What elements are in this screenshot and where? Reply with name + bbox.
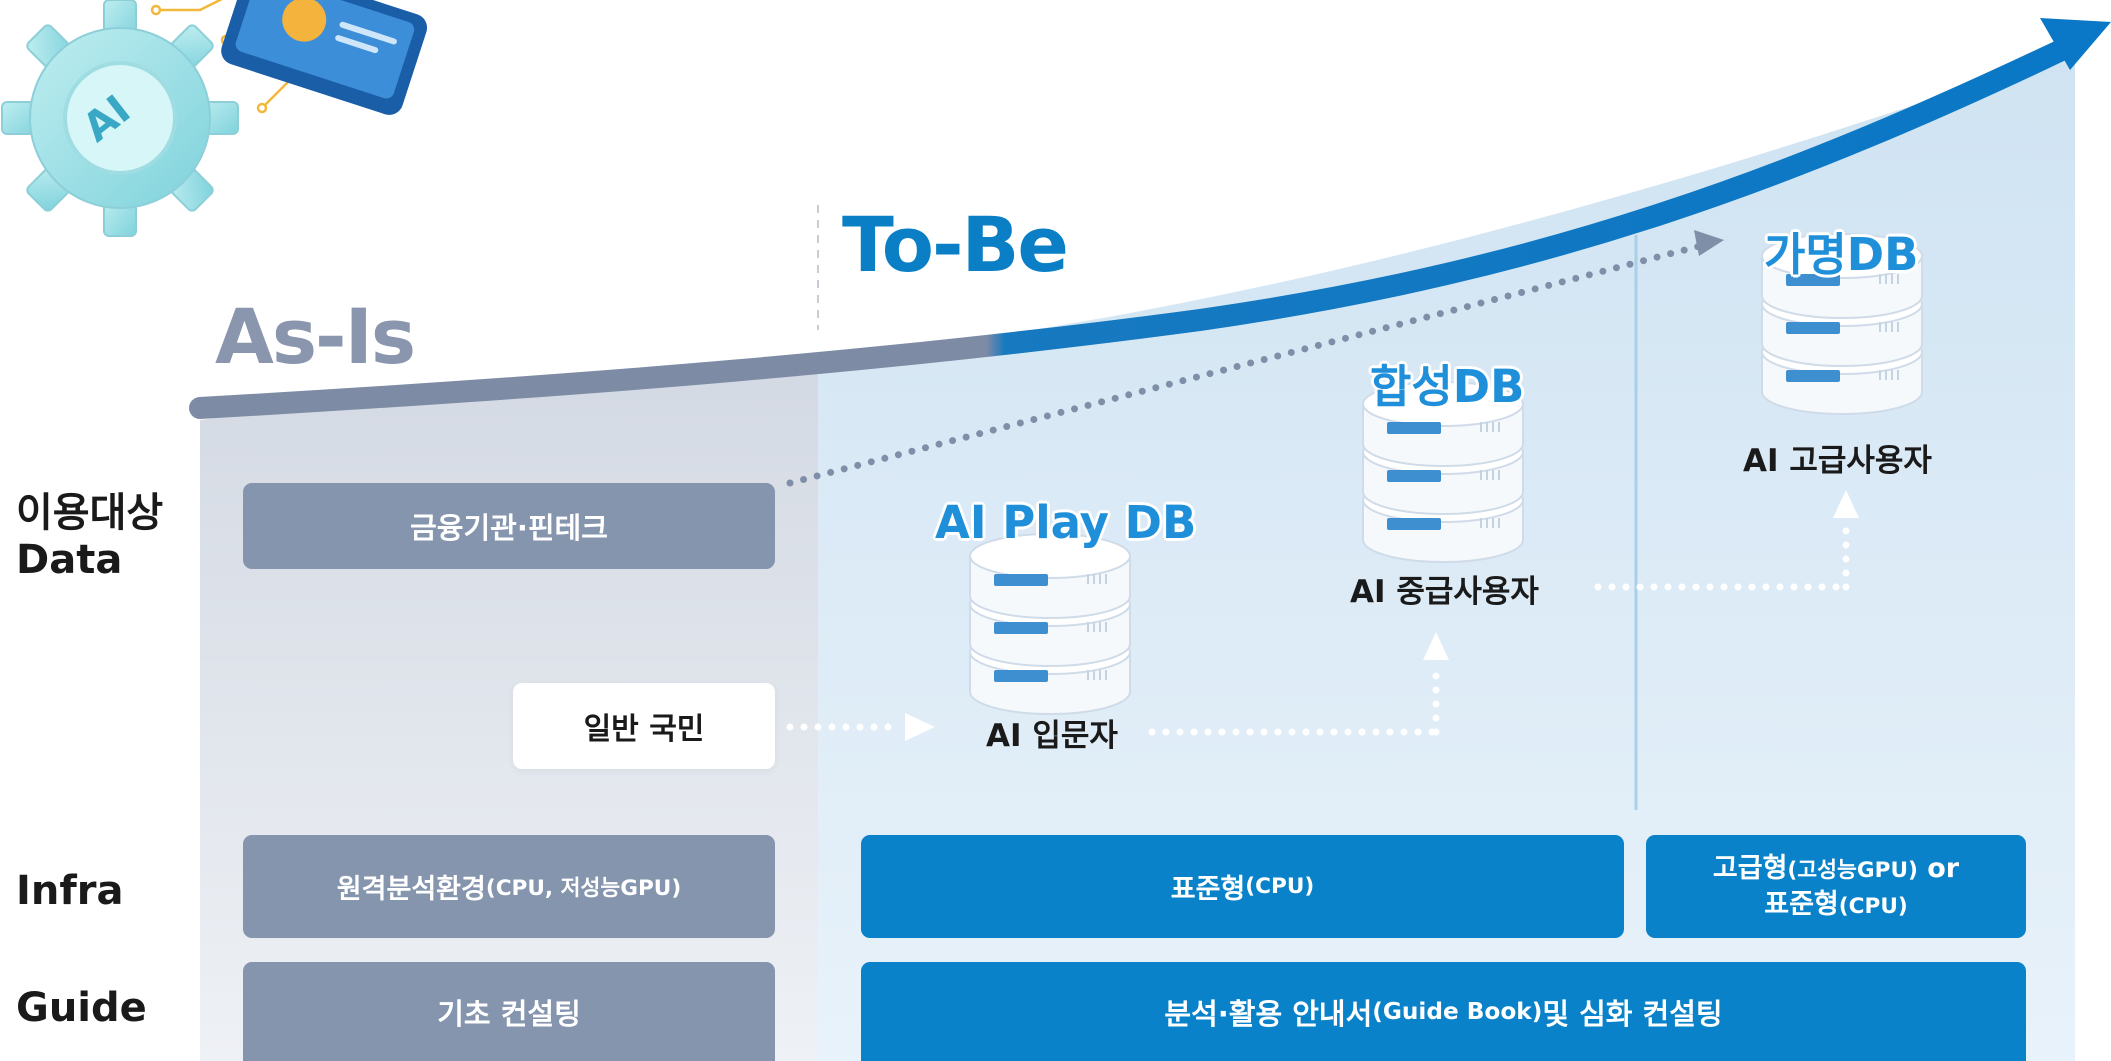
growth-curve bbox=[189, 34, 2083, 419]
to-be-guide-part1: 분석·활용 안내서 bbox=[1164, 996, 1373, 1031]
user-label-beginner: AI 입문자 bbox=[986, 718, 1118, 754]
dotted-arrow-head-upper bbox=[1694, 230, 1724, 256]
row-label-target-english: Data bbox=[16, 537, 123, 584]
to-be-infra-advanced-line1: 고급형(고성능GPU) or bbox=[1713, 851, 1959, 886]
as-is-guide-box: 기초 컨설팅 bbox=[243, 962, 775, 1061]
row-label-target-korean: 이용대상 bbox=[16, 490, 164, 536]
row-label-guide: Guide bbox=[16, 985, 147, 1031]
to-be-infra-advanced-or: or bbox=[1917, 853, 1960, 885]
db-label-pseudonymized: 가명DB bbox=[1764, 228, 1919, 281]
to-be-heading: To-Be bbox=[842, 200, 1069, 289]
dotted-arrow-head-intermediate bbox=[1833, 490, 1859, 518]
as-is-infra-sub: (CPU, 저성능GPU) bbox=[485, 876, 682, 901]
to-be-infra-advanced-main2: 표준형 bbox=[1764, 888, 1839, 920]
as-is-heading: As-Is bbox=[215, 292, 416, 381]
db-label-synthetic: 합성DB bbox=[1370, 360, 1525, 413]
db-label-ai-play: AI Play DB bbox=[935, 496, 1197, 549]
dotted-arrow-head-public bbox=[905, 713, 935, 741]
to-be-infra-advanced-sub1: (고성능GPU) bbox=[1787, 858, 1918, 884]
row-label-target: 이용대상 Data bbox=[16, 490, 163, 584]
to-be-infra-advanced-box: 고급형(고성능GPU) or 표준형(CPU) bbox=[1646, 835, 2026, 938]
to-be-infra-standard-sub: (CPU) bbox=[1245, 874, 1315, 899]
to-be-infra-advanced-line2: 표준형(CPU) bbox=[1764, 887, 1907, 922]
to-be-guide-box: 분석·활용 안내서(Guide Book) 및 심화 컨설팅 bbox=[861, 962, 2026, 1061]
phone-illustration bbox=[221, 0, 428, 115]
dotted-arrow-head-beginner bbox=[1423, 632, 1449, 660]
user-label-advanced: AI 고급사용자 bbox=[1743, 443, 1932, 479]
user-label-intermediate: AI 중급사용자 bbox=[1350, 574, 1539, 610]
growth-arrow-head bbox=[2040, 18, 2111, 70]
ai-gear-icon bbox=[1, 0, 239, 237]
row-label-infra: Infra bbox=[16, 868, 124, 914]
database-icon-ai-play bbox=[969, 533, 1131, 715]
to-be-guide-sub: (Guide Book) bbox=[1372, 998, 1543, 1025]
as-is-guide-label: 기초 컨설팅 bbox=[437, 996, 581, 1031]
finance-fintech-box: 금융기관·핀테크 bbox=[243, 483, 775, 569]
to-be-infra-advanced-main1: 고급형 bbox=[1712, 853, 1788, 885]
general-public-label: 일반 국민 bbox=[583, 712, 705, 747]
as-is-infra-box: 원격분석환경(CPU, 저성능GPU) bbox=[243, 835, 775, 938]
to-be-infra-advanced-sub2: (CPU) bbox=[1838, 893, 1908, 919]
to-be-infra-standard-box: 표준형(CPU) bbox=[861, 835, 1624, 938]
finance-fintech-label: 금융기관·핀테크 bbox=[410, 511, 608, 545]
to-be-guide-part2: 및 심화 컨설팅 bbox=[1542, 996, 1723, 1031]
dotted-path-upper bbox=[786, 242, 1704, 487]
general-public-box: 일반 국민 bbox=[513, 683, 775, 769]
to-be-infra-standard-main: 표준형 bbox=[1170, 874, 1246, 905]
as-is-infra-main: 원격분석환경 bbox=[336, 874, 486, 905]
